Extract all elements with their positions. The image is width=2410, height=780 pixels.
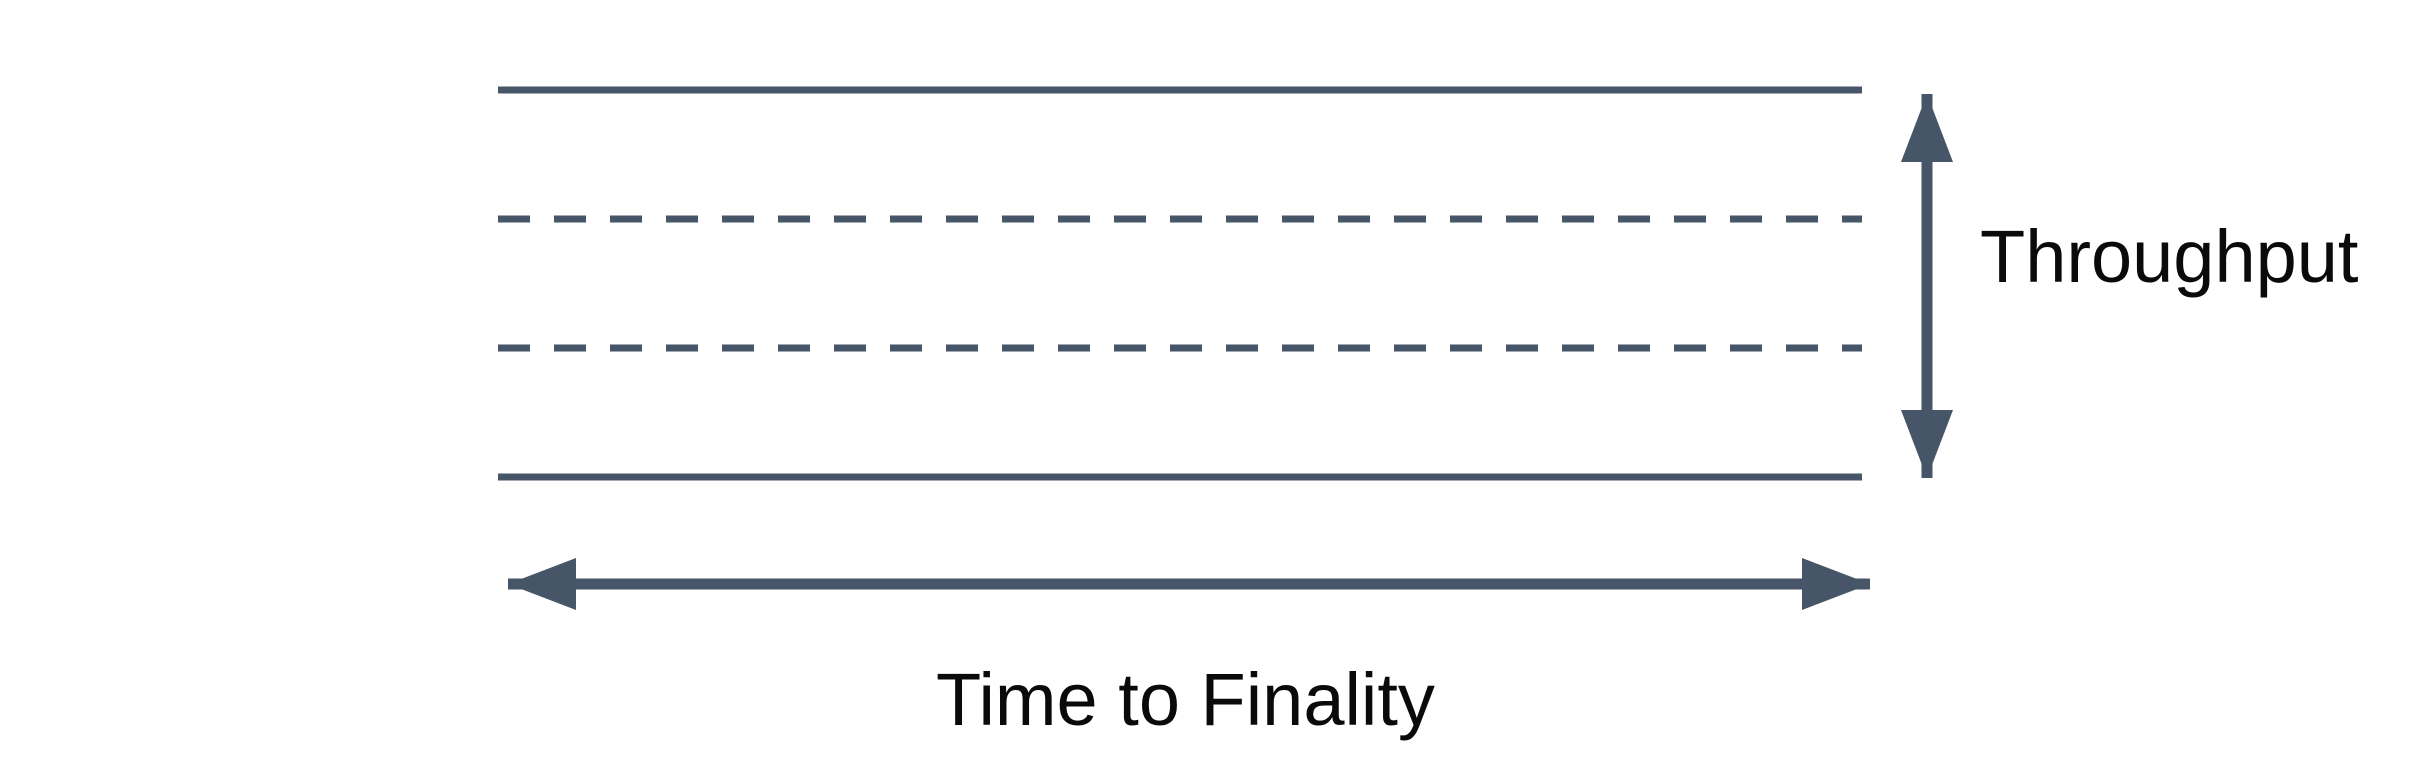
throughput-axis-label: Throughput	[1980, 215, 2359, 298]
time-to-finality-axis-label: Time to Finality	[936, 658, 1435, 741]
double-headed-vertical-arrow-icon	[1901, 94, 1953, 478]
double-headed-horizontal-arrow-icon	[508, 558, 1870, 610]
